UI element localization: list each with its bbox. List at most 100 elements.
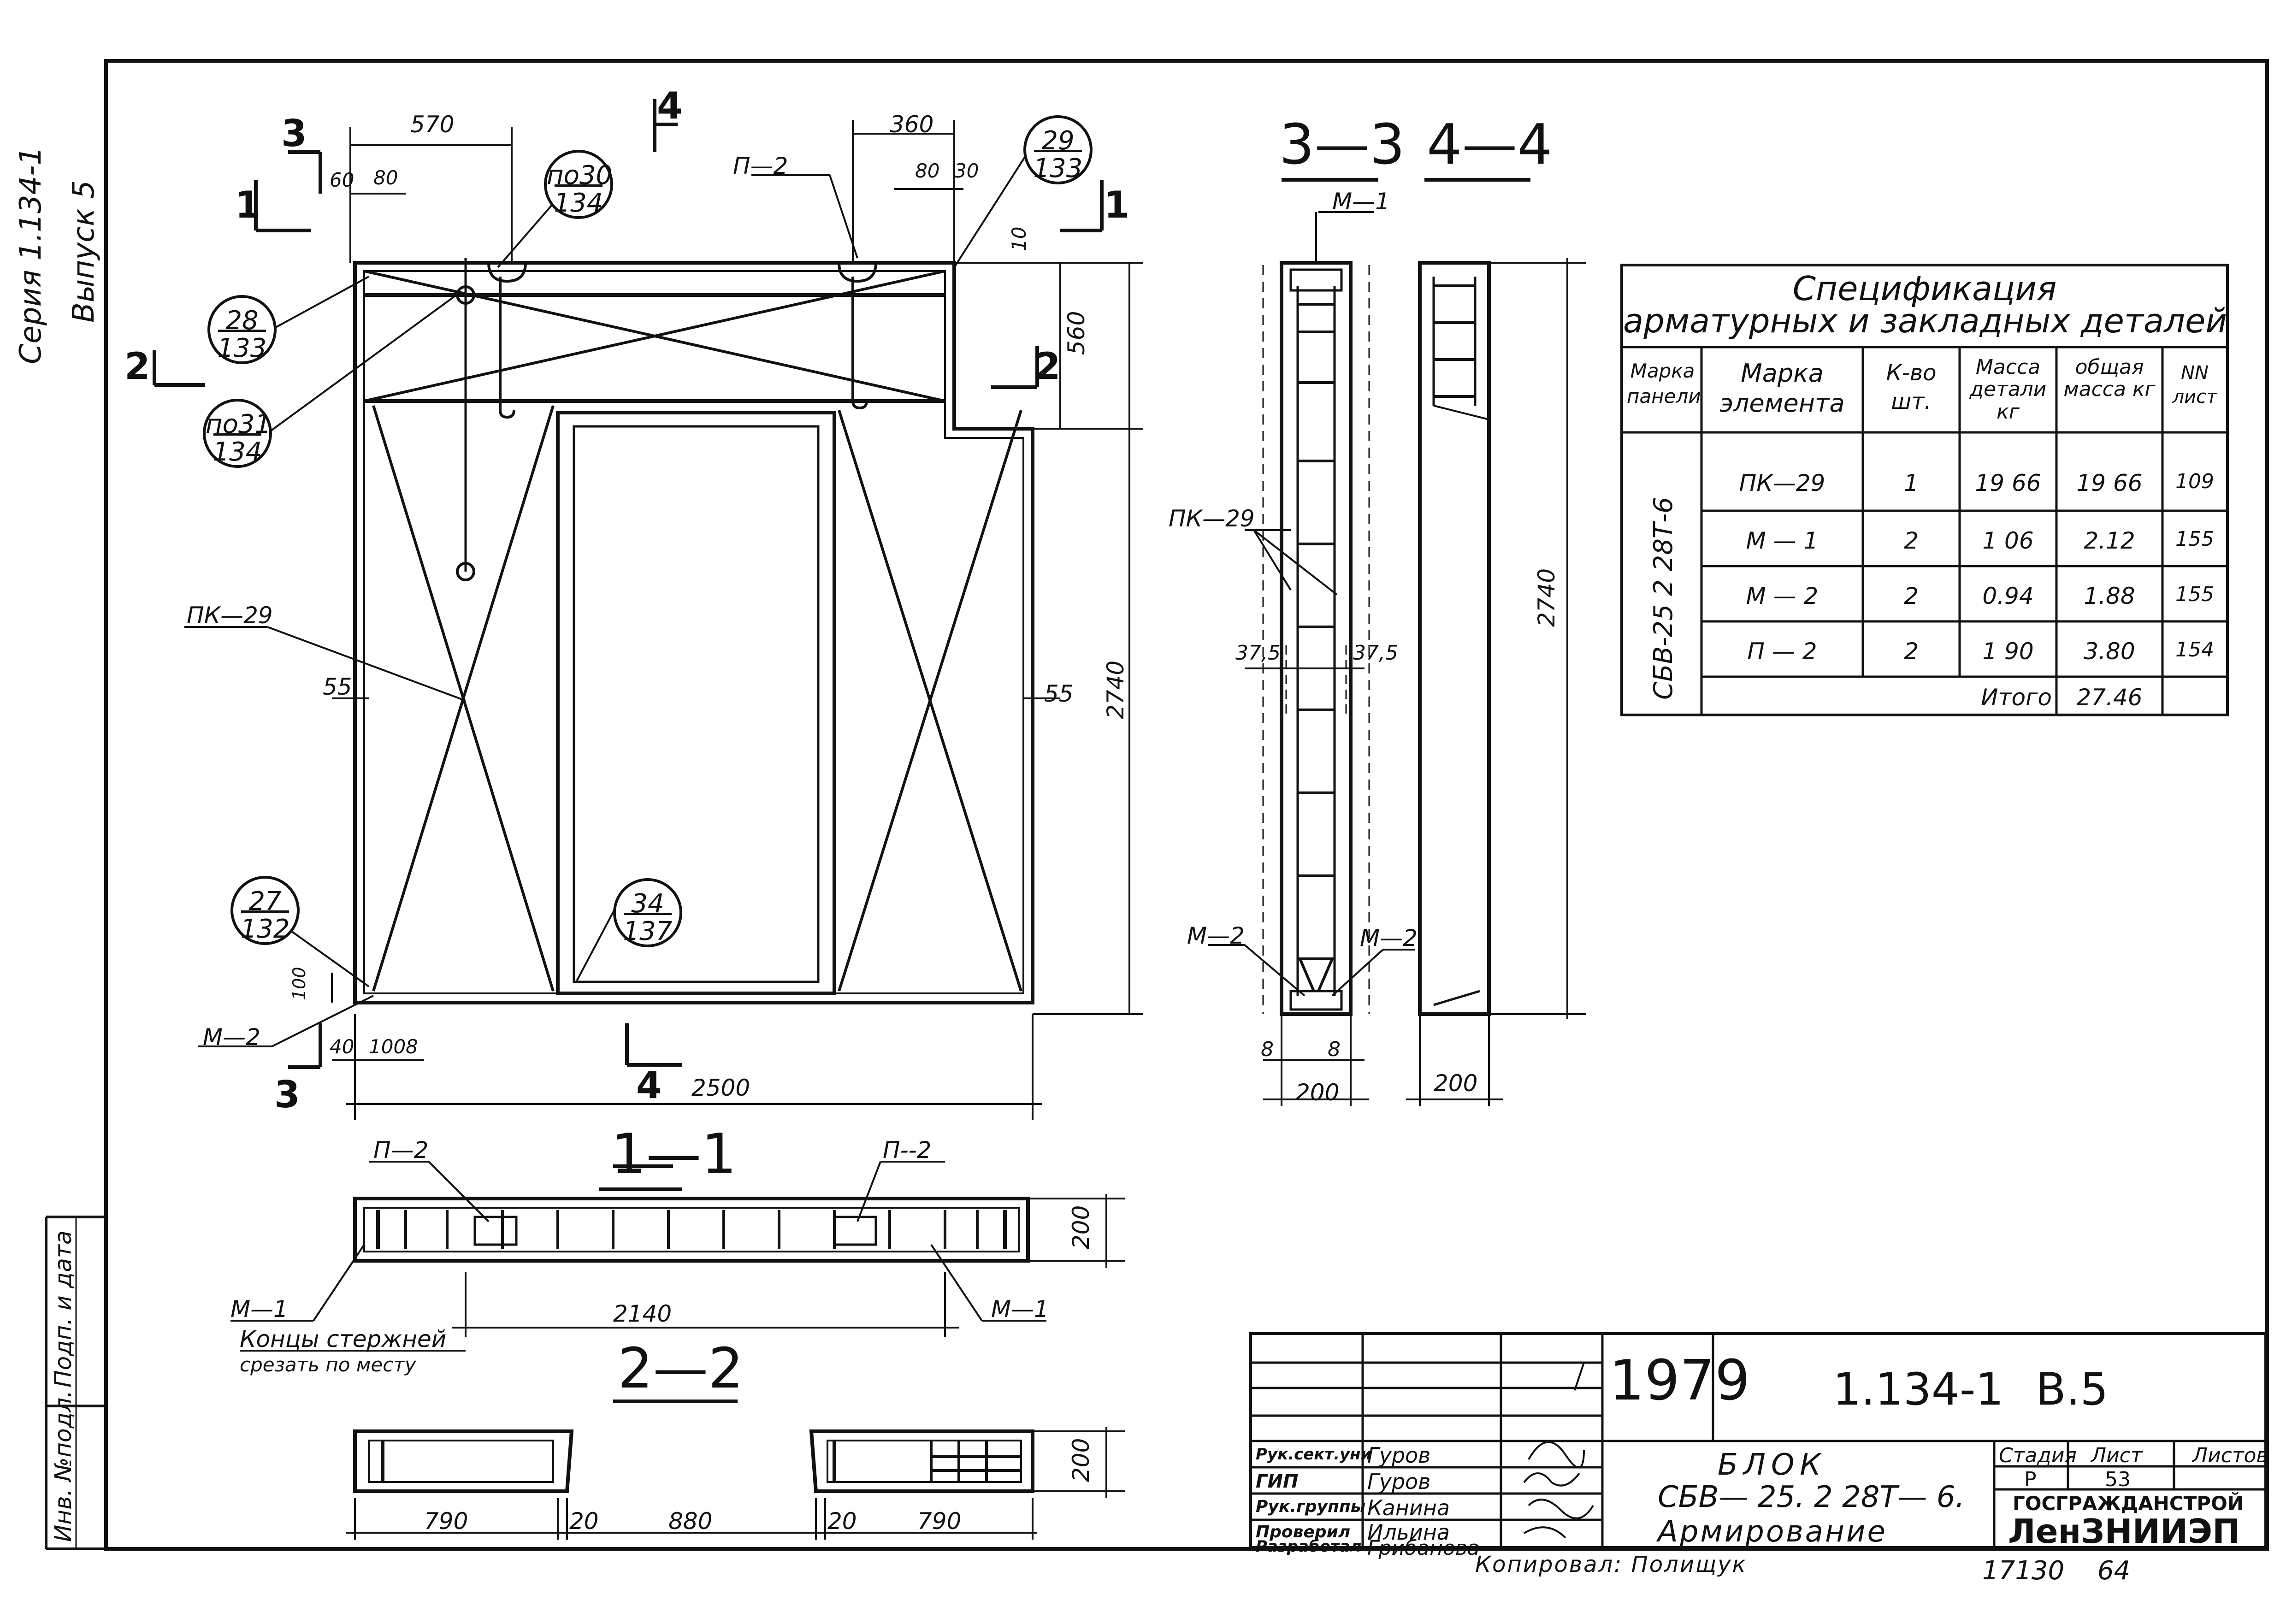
spec-row-4-total: 3.80: [2084, 638, 2135, 665]
front-dims: [331, 120, 1143, 1120]
section-1-1: [230, 1161, 1125, 1352]
spec-row-3-mark: М — 2: [1746, 583, 1819, 609]
dim-100-vertical: 100: [289, 967, 309, 1000]
stamp-issue: В.5: [2036, 1364, 2109, 1415]
dim-37-5-left: 37,5: [1235, 641, 1281, 665]
inventory-field-label: Инв. №подл.: [50, 1390, 77, 1542]
label-pk29-section33: ПК—29: [1169, 505, 1255, 532]
spec-header-mass: Масса детали кг: [1969, 355, 2047, 424]
spec-row-4-sheet: 154: [2175, 638, 2214, 661]
dim-2740-front: 2740: [1102, 660, 1129, 719]
stamp-role-5: Разработал: [1256, 1537, 1362, 1556]
callout-27-132: 27 132: [230, 876, 300, 945]
stamp-sheets-header: Листов: [2192, 1444, 2268, 1467]
spec-row-3-mass: 0.94: [1982, 583, 2034, 609]
callout-28-133: 28 133: [207, 295, 277, 364]
dim-10: 10: [1008, 226, 1030, 251]
section-mark-3-bottom: 3: [274, 1073, 300, 1116]
spec-total-value: 27.46: [2076, 684, 2143, 711]
label-p2-left-section11: П—2: [373, 1137, 429, 1163]
dim-40: 40: [330, 1035, 354, 1058]
spec-row-2-sheet: 155: [2175, 527, 2214, 551]
spec-header-element: Марка элемента: [1719, 359, 1845, 418]
stamp-grid: [1252, 1335, 2264, 1546]
section-2-2-title: 2—2: [618, 1337, 744, 1401]
stamp-name-2: Гуров: [1367, 1469, 1431, 1494]
dim-8: 8: [406, 1035, 418, 1058]
dim-20-left: 20: [569, 1508, 599, 1535]
stamp-org-2: ЛенЗНИИЭП: [2008, 1512, 2240, 1551]
label-m1-right-section11: М—1: [991, 1296, 1049, 1323]
section-3-3-title: 3—3: [1279, 113, 1405, 177]
section-2-2: [346, 1400, 1125, 1540]
spec-row-4-mass: 1 90: [1982, 638, 2034, 665]
callout-30-134: по30 134: [544, 150, 613, 219]
dim-20-right: 20: [827, 1508, 857, 1535]
dim-55-right: 55: [1044, 680, 1074, 707]
stamp-stage-header: Стадия: [1999, 1444, 2077, 1467]
stamp-name-3: Канина: [1367, 1495, 1450, 1520]
stamp-code: 1.134-1: [1833, 1364, 2004, 1415]
stamp-role-1: Рук.сект.уни: [1256, 1445, 1372, 1464]
spec-title-2: арматурных и закладных деталей: [1623, 301, 2227, 340]
dim-2740-side: 2740: [1533, 568, 1560, 627]
dim-200-section-1: 200: [1068, 1205, 1094, 1249]
section-4-4: [1406, 258, 1586, 1106]
section-mark-4-top: 4: [657, 84, 683, 127]
signature-field-label: Подп. и дата: [50, 1230, 77, 1388]
stamp-stage: Р: [2024, 1468, 2037, 1491]
spec-grid: [1623, 346, 2226, 714]
section-mark-1-right: 1: [1104, 183, 1130, 226]
stamp-name-1: Гуров: [1367, 1443, 1431, 1468]
spec-row-1-sheet: 109: [2175, 470, 2214, 493]
order-number: 17130: [1982, 1556, 2065, 1586]
label-m2-right-section33: М—2: [1360, 925, 1418, 951]
section-mark-3-top: 3: [281, 112, 307, 155]
spec-row-2-total: 2.12: [2084, 527, 2135, 554]
dim-2500: 2500: [691, 1075, 750, 1101]
stamp-name-5: Грибанова: [1367, 1536, 1480, 1560]
title-block: 1979 1.134-1 В.5 БЛОК СБВ— 25. 2 28Т— 6.…: [1249, 1332, 2268, 1559]
spec-row-3-total: 1.88: [2084, 583, 2135, 609]
label-p2-top: П—2: [733, 153, 788, 179]
dim-55-left: 55: [323, 673, 352, 700]
label-m2-left-section33: М—2: [1187, 922, 1245, 949]
dim-2140: 2140: [613, 1300, 672, 1327]
label-p2-right-section11: П--2: [883, 1137, 932, 1163]
dim-60: 60: [330, 169, 354, 191]
dim-200-section-2: 200: [1068, 1438, 1094, 1482]
section-markers: [153, 99, 1104, 1069]
stamp-role-4: Проверил: [1256, 1523, 1351, 1541]
dim-560: 560: [1063, 311, 1090, 355]
dim-80-right: 80: [915, 159, 940, 182]
label-m1-left-section11: М—1: [230, 1296, 288, 1323]
label-m2-front: М—2: [203, 1024, 260, 1051]
stamp-role-3: Рук.группы: [1256, 1497, 1366, 1516]
dim-880: 880: [668, 1508, 713, 1535]
spec-header-total: общая масса кг: [2063, 355, 2156, 402]
stamp-sheet-header: Лист: [2091, 1444, 2143, 1467]
series-label: Серия 1.134-1: [14, 146, 48, 364]
spec-row-3-sheet: 155: [2175, 583, 2214, 606]
callout-31-134: по31 134: [203, 399, 272, 468]
spec-header-qty: К-во шт.: [1886, 360, 1937, 415]
spec-row-4-mark: П — 2: [1747, 638, 1817, 665]
stamp-org-1: ГОСГРАЖДАНСТРОЙ: [2013, 1492, 2244, 1515]
signatures: [1523, 1362, 1594, 1539]
note-line-2: срезать по месту: [240, 1353, 416, 1376]
spec-row-1-total: 19 66: [2076, 470, 2143, 496]
sheet-frame: [104, 59, 2269, 1551]
spec-row-2-mass: 1 06: [1982, 527, 2034, 554]
stamp-sheet: 53: [2105, 1468, 2131, 1491]
spec-title-1: Спецификация: [1792, 269, 2057, 308]
specification-table: Спецификация арматурных и закладных дета…: [1620, 264, 2229, 716]
leaders: [184, 151, 1029, 1047]
dim-360: 360: [890, 111, 934, 138]
label-pk29-front: ПК—29: [187, 602, 273, 629]
spec-header-sheet: NN лист: [2172, 362, 2217, 407]
format-number: 64: [2097, 1556, 2131, 1586]
spec-total-label: Итого: [1981, 684, 2052, 711]
dim-8-left: 8: [1261, 1038, 1274, 1061]
spec-row-3-qty: 2: [1904, 583, 1919, 609]
